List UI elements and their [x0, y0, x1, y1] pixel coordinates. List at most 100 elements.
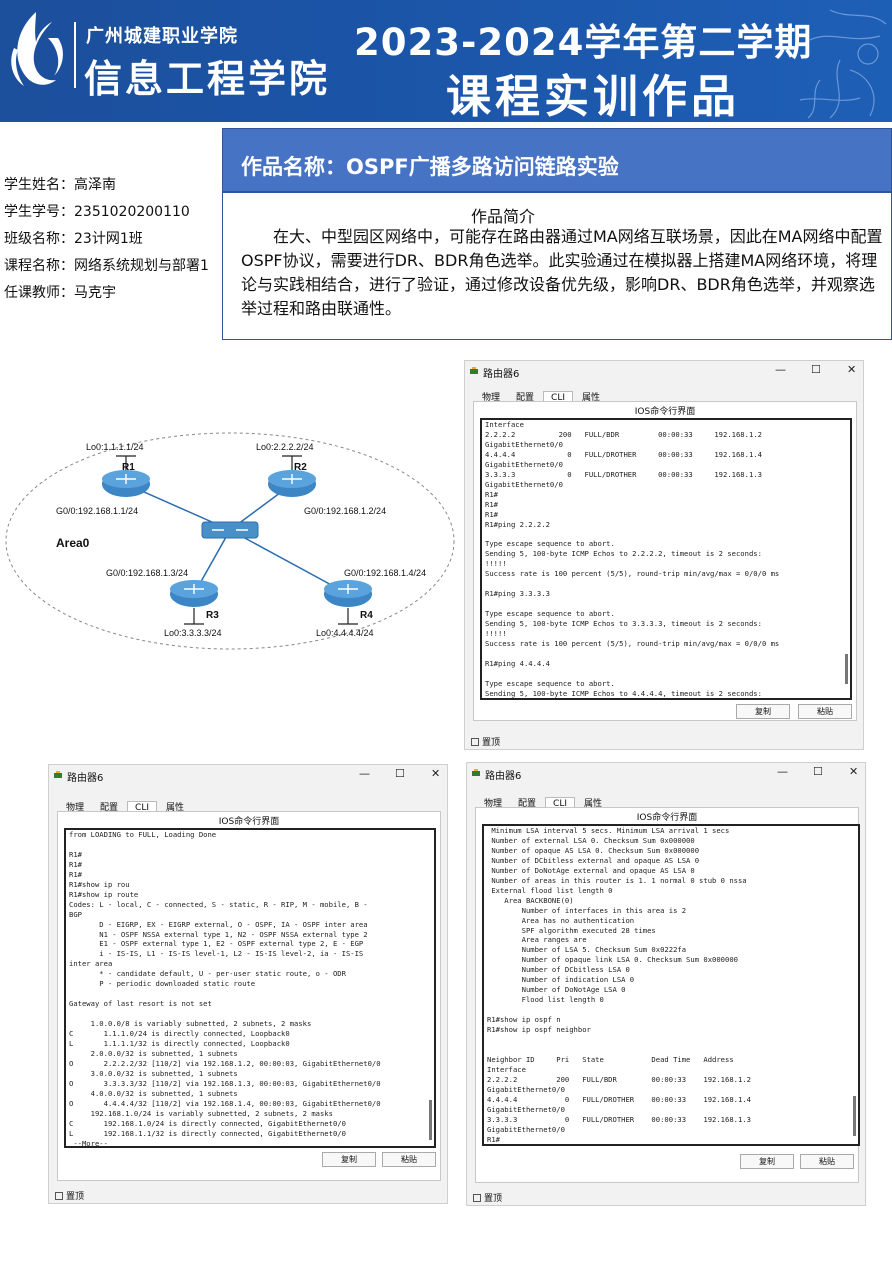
copy-button[interactable]: 复制 — [740, 1154, 794, 1169]
work-title: 作品名称：OSPF广播多路访问链路实验 — [241, 155, 619, 179]
paste-button[interactable]: 粘贴 — [798, 704, 852, 719]
checkbox-label: 置顶 — [484, 1194, 503, 1204]
cli-panel: IOS命令行界面 from LOADING to FULL, Loading D… — [57, 811, 441, 1181]
maximize-icon[interactable]: ☐ — [811, 363, 821, 376]
router-icon — [102, 470, 150, 497]
intro-text: 在大、中型园区网络中，可能存在路由器通过MA网络互联场景，因此在MA网络中配置O… — [241, 227, 883, 318]
close-icon[interactable]: ✕ — [431, 767, 441, 780]
always-on-top-checkbox[interactable]: 置顶 — [471, 735, 500, 748]
cli-terminal[interactable]: Minimum LSA interval 5 secs. Minimum LSA… — [482, 824, 860, 1146]
close-icon[interactable]: ✕ — [849, 765, 859, 778]
tab-bar: 物理 配置 CLI 属性 — [475, 385, 609, 404]
tab-physical[interactable]: 物理 — [484, 799, 503, 809]
tab-bar: 物理 配置 CLI 属性 — [59, 795, 193, 814]
terminal-output: Interface 2.2.2.2 200 FULL/BDR 00:00:33 … — [485, 420, 780, 698]
teacher-name: 任课教师：马克宇 — [4, 285, 116, 301]
checkbox-label: 置顶 — [66, 1192, 85, 1202]
class-name: 班级名称：23计网1班 — [4, 231, 143, 247]
logo-separator — [74, 22, 76, 88]
scrollbar[interactable] — [853, 1096, 856, 1136]
r3-loopback: Lo0:3.3.3.3/24 — [164, 628, 222, 638]
copy-button[interactable]: 复制 — [322, 1152, 376, 1167]
header-banner: 广州城建职业学院 信息工程学院 2023-2024学年第二学期 课程实训作品 — [0, 0, 892, 122]
panel-title: IOS命令行界面 — [636, 813, 698, 823]
scrollbar[interactable] — [429, 1100, 432, 1140]
banner-subtitle: 课程实训作品 — [446, 70, 741, 122]
student-id: 学生学号：2351020200110 — [4, 204, 190, 220]
panel-title: IOS命令行界面 — [634, 407, 696, 417]
close-icon[interactable]: ✕ — [847, 363, 857, 376]
r1-loopback: Lo0:1.1.1.1/24 — [86, 442, 144, 452]
r2-name: R2 — [294, 462, 307, 473]
minimize-icon[interactable]: — — [359, 767, 370, 780]
checkbox-icon — [471, 738, 479, 746]
lotus-decoration-icon — [799, 9, 887, 119]
tab-cli[interactable]: CLI — [543, 391, 573, 404]
college-logo-icon — [11, 12, 63, 86]
router-window-ping: 路由器6 — ☐ ✕ 物理 配置 CLI 属性 IOS命令行界面 Interface … — [464, 360, 864, 750]
intro-heading: 作品简介 — [470, 207, 535, 226]
work-title-bar: 作品名称：OSPF广播多路访问链路实验 — [222, 128, 892, 192]
maximize-icon[interactable]: ☐ — [395, 767, 405, 780]
tab-attributes[interactable]: 属性 — [165, 803, 184, 813]
scrollbar[interactable] — [845, 654, 848, 684]
minimize-icon[interactable]: — — [777, 765, 788, 778]
tab-attributes[interactable]: 属性 — [583, 799, 602, 809]
tab-attributes[interactable]: 属性 — [581, 393, 600, 403]
paste-button[interactable]: 粘贴 — [382, 1152, 436, 1167]
r4-name: R4 — [360, 610, 373, 621]
tab-config[interactable]: 配置 — [518, 799, 537, 809]
college-name: 信息工程学院 — [84, 57, 331, 101]
tab-cli[interactable]: CLI — [127, 801, 157, 814]
r3-interface: G0/0:192.168.1.3/24 — [106, 568, 188, 578]
r3-name: R3 — [206, 610, 219, 621]
r4-interface: G0/0:192.168.1.4/24 — [344, 568, 426, 578]
panel-title: IOS命令行界面 — [218, 817, 280, 827]
cli-panel: IOS命令行界面 Interface 2.2.2.2 200 FULL/BDR … — [473, 401, 857, 721]
topology-diagram: Lo0:1.1.1.1/24 R1 G0/0:192.168.1.1/24 Lo… — [5, 432, 455, 650]
r1-name: R1 — [122, 462, 135, 473]
r4-loopback: Lo0:4.4.4.4/24 — [316, 628, 374, 638]
intro-box: 作品简介 在大、中型园区网络中，可能存在路由器通过MA网络互联场景，因此在MA网… — [222, 192, 892, 340]
router-window-neighbor: 路由器6 — ☐ ✕ 物理 配置 CLI 属性 IOS命令行界面 Minimum LS… — [466, 762, 866, 1206]
cli-panel: IOS命令行界面 Minimum LSA interval 5 secs. Mi… — [475, 807, 860, 1183]
router-icon — [324, 580, 372, 607]
window-title: 路由器6 — [485, 771, 522, 782]
cli-terminal[interactable]: from LOADING to FULL, Loading Done R1# R… — [64, 828, 436, 1148]
window-title: 路由器6 — [483, 369, 520, 380]
router-icon — [268, 470, 316, 497]
tab-physical[interactable]: 物理 — [66, 803, 85, 813]
area-boundary — [5, 432, 455, 650]
terminal-output: Minimum LSA interval 5 secs. Minimum LSA… — [487, 826, 751, 1144]
checkbox-icon — [473, 1194, 481, 1202]
checkbox-label: 置顶 — [482, 738, 501, 748]
router-window-route: 路由器6 — ☐ ✕ 物理 配置 CLI 属性 IOS命令行界面 from LOADI… — [48, 764, 448, 1204]
paste-button[interactable]: 粘贴 — [800, 1154, 854, 1169]
router-app-icon — [54, 771, 62, 778]
always-on-top-checkbox[interactable]: 置顶 — [473, 1191, 502, 1204]
r2-interface: G0/0:192.168.1.2/24 — [304, 506, 386, 516]
tab-bar: 物理 配置 CLI 属性 — [477, 791, 611, 810]
r2-loopback: Lo0:2.2.2.2/24 — [256, 442, 314, 452]
minimize-icon[interactable]: — — [775, 363, 786, 376]
router-icon — [170, 580, 218, 607]
cli-terminal[interactable]: Interface 2.2.2.2 200 FULL/BDR 00:00:33 … — [480, 418, 852, 700]
maximize-icon[interactable]: ☐ — [813, 765, 823, 778]
area-label: Area0 — [56, 536, 90, 550]
tab-config[interactable]: 配置 — [516, 393, 535, 403]
course-name: 课程名称：网络系统规划与部署1 — [4, 258, 209, 274]
checkbox-icon — [55, 1192, 63, 1200]
copy-button[interactable]: 复制 — [736, 704, 790, 719]
terminal-output: from LOADING to FULL, Loading Done R1# R… — [69, 830, 381, 1148]
school-name: 广州城建职业学院 — [86, 26, 238, 47]
r1-interface: G0/0:192.168.1.1/24 — [56, 506, 138, 516]
router-app-icon — [470, 367, 478, 374]
tab-physical[interactable]: 物理 — [482, 393, 501, 403]
switch-icon — [201, 521, 259, 539]
router-app-icon — [472, 769, 480, 776]
tab-config[interactable]: 配置 — [100, 803, 119, 813]
student-name: 学生姓名：高泽南 — [4, 177, 116, 193]
always-on-top-checkbox[interactable]: 置顶 — [55, 1189, 84, 1202]
tab-cli[interactable]: CLI — [545, 797, 575, 810]
window-title: 路由器6 — [67, 773, 104, 784]
